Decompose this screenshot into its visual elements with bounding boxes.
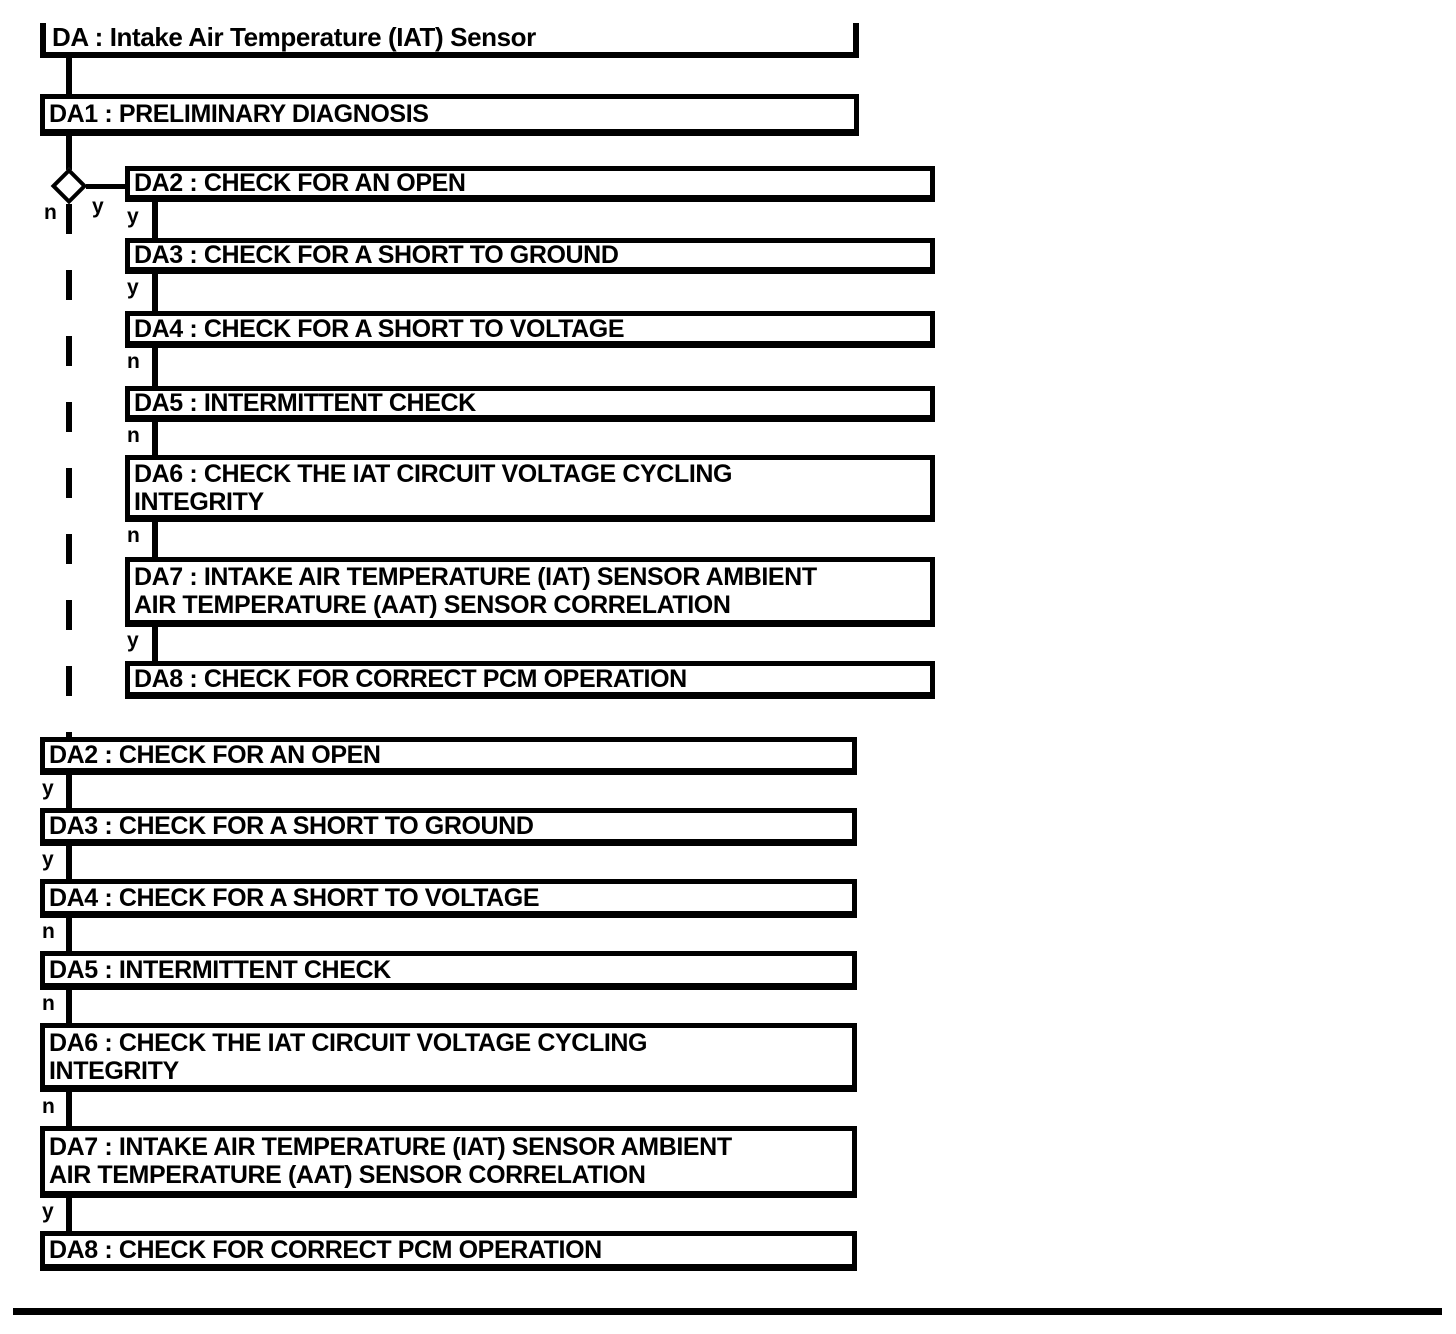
branch-result-label: y xyxy=(42,1200,54,1223)
branch-result-label: n xyxy=(127,424,140,447)
flow-node-da2-yes: DA2 : CHECK FOR AN OPEN xyxy=(125,166,935,202)
branch-result-label: n xyxy=(127,350,140,373)
connector-line xyxy=(66,773,72,808)
flow-node-da1-label: DA1 : PRELIMINARY DIAGNOSIS xyxy=(49,100,429,128)
flow-node-label: DA7 : INTAKE AIR TEMPERATURE (IAT) SENSO… xyxy=(49,1133,732,1189)
flow-node-label: DA2 : CHECK FOR AN OPEN xyxy=(134,169,466,197)
decision-diamond xyxy=(50,167,88,205)
connector-line xyxy=(66,136,72,170)
connector-line xyxy=(152,200,158,238)
flow-node-label: DA4 : CHECK FOR A SHORT TO VOLTAGE xyxy=(134,314,625,343)
branch-result-label: n xyxy=(42,992,55,1015)
branch-result-label: n xyxy=(42,920,55,943)
flow-node-da5-no: DA5 : INTERMITTENT CHECK xyxy=(40,951,857,990)
branch-result-label: n xyxy=(42,1095,55,1118)
no-branch-dashed-line xyxy=(66,204,72,737)
branch-result-label: y xyxy=(127,629,139,652)
flow-node-label: DA8 : CHECK FOR CORRECT PCM OPERATION xyxy=(49,1236,602,1264)
bottom-divider xyxy=(13,1308,1442,1315)
connector-line xyxy=(86,184,125,189)
connector-line xyxy=(66,1090,72,1126)
flow-node-label: DA3 : CHECK FOR A SHORT TO GROUND xyxy=(49,812,534,840)
branch-result-label: y xyxy=(42,848,54,871)
connector-line xyxy=(152,625,158,661)
flow-node-da2-no: DA2 : CHECK FOR AN OPEN xyxy=(40,737,857,775)
flow-node-da7-yes: DA7 : INTAKE AIR TEMPERATURE (IAT) SENSO… xyxy=(125,557,935,627)
connector-line xyxy=(66,57,72,94)
flow-node-label: DA2 : CHECK FOR AN OPEN xyxy=(49,741,381,769)
connector-line xyxy=(66,844,72,879)
flow-node-da1: DA1 : PRELIMINARY DIAGNOSIS xyxy=(40,94,859,136)
connector-line xyxy=(152,272,158,311)
flow-node-da5-yes: DA5 : INTERMITTENT CHECK xyxy=(125,386,935,422)
flow-node-label: DA6 : CHECK THE IAT CIRCUIT VOLTAGE CYCL… xyxy=(134,459,733,516)
connector-line xyxy=(152,420,158,455)
decision-no-label: n xyxy=(44,201,57,224)
flow-node-da7-no: DA7 : INTAKE AIR TEMPERATURE (IAT) SENSO… xyxy=(40,1126,857,1198)
flow-node-label: DA6 : CHECK THE IAT CIRCUIT VOLTAGE CYCL… xyxy=(49,1028,648,1085)
flow-node-da4-yes: DA4 : CHECK FOR A SHORT TO VOLTAGE xyxy=(125,311,935,348)
branch-result-label: y xyxy=(127,205,139,228)
flow-node-label: DA4 : CHECK FOR A SHORT TO VOLTAGE xyxy=(49,883,540,912)
connector-line xyxy=(66,1196,72,1231)
flow-node-label: DA7 : INTAKE AIR TEMPERATURE (IAT) SENSO… xyxy=(134,563,817,619)
flow-node-label: DA8 : CHECK FOR CORRECT PCM OPERATION xyxy=(134,665,687,693)
flow-node-da8-no: DA8 : CHECK FOR CORRECT PCM OPERATION xyxy=(40,1231,857,1271)
flow-node-da3-yes: DA3 : CHECK FOR A SHORT TO GROUND xyxy=(125,238,935,274)
flow-root-title: DA : Intake Air Temperature (IAT) Sensor xyxy=(52,22,536,52)
branch-result-label: y xyxy=(42,777,54,800)
branch-result-label: y xyxy=(127,276,139,299)
flow-node-da6-no: DA6 : CHECK THE IAT CIRCUIT VOLTAGE CYCL… xyxy=(40,1023,857,1092)
flow-node-label: DA3 : CHECK FOR A SHORT TO GROUND xyxy=(134,241,619,269)
flow-node-label: DA5 : INTERMITTENT CHECK xyxy=(49,955,391,984)
branch-result-label: n xyxy=(127,524,140,547)
connector-line xyxy=(152,519,158,557)
connector-line xyxy=(66,916,72,951)
flow-node-da4-no: DA4 : CHECK FOR A SHORT TO VOLTAGE xyxy=(40,879,857,918)
flow-node-da3-no: DA3 : CHECK FOR A SHORT TO GROUND xyxy=(40,808,857,846)
flow-node-da6-yes: DA6 : CHECK THE IAT CIRCUIT VOLTAGE CYCL… xyxy=(125,455,935,522)
flow-node-label: DA5 : INTERMITTENT CHECK xyxy=(134,389,476,417)
connector-line xyxy=(66,988,72,1023)
flow-node-da8-yes: DA8 : CHECK FOR CORRECT PCM OPERATION xyxy=(125,661,935,699)
connector-line xyxy=(152,346,158,386)
flow-root-title-box: DA : Intake Air Temperature (IAT) Sensor xyxy=(40,23,859,58)
decision-yes-label: y xyxy=(92,195,104,218)
